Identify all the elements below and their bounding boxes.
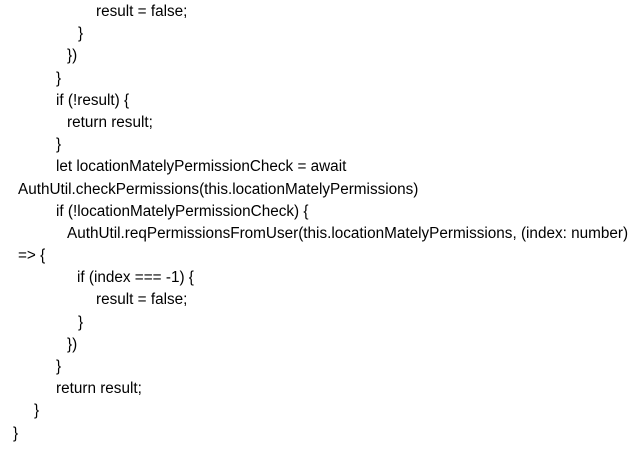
code-line: return result; (56, 380, 142, 398)
code-line: AuthUtil.reqPermissionsFromUser(this.loc… (67, 224, 629, 242)
code-line: } (56, 136, 62, 154)
code-line: let locationMatelyPermissionCheck = awai… (56, 158, 347, 176)
code-line: } (78, 25, 84, 43)
code-line: return result; (67, 113, 153, 131)
code-line: AuthUtil.checkPermissions(this.locationM… (18, 180, 419, 198)
code-line: => { (18, 247, 46, 265)
code-line: result = false; (96, 3, 188, 20)
code-line: if (!result) { (56, 91, 130, 109)
code-line: } (13, 424, 19, 442)
code-line: result = false; (96, 291, 188, 309)
code-line: if (!locationMatelyPermissionCheck) { (56, 202, 309, 220)
code-line: } (34, 402, 40, 420)
code-line: } (56, 69, 62, 87)
code-line: if (index === -1) { (77, 269, 194, 287)
code-line: }) (67, 47, 78, 65)
code-line: } (56, 358, 62, 375)
code-line: }) (67, 335, 78, 353)
code-line: } (78, 313, 84, 331)
